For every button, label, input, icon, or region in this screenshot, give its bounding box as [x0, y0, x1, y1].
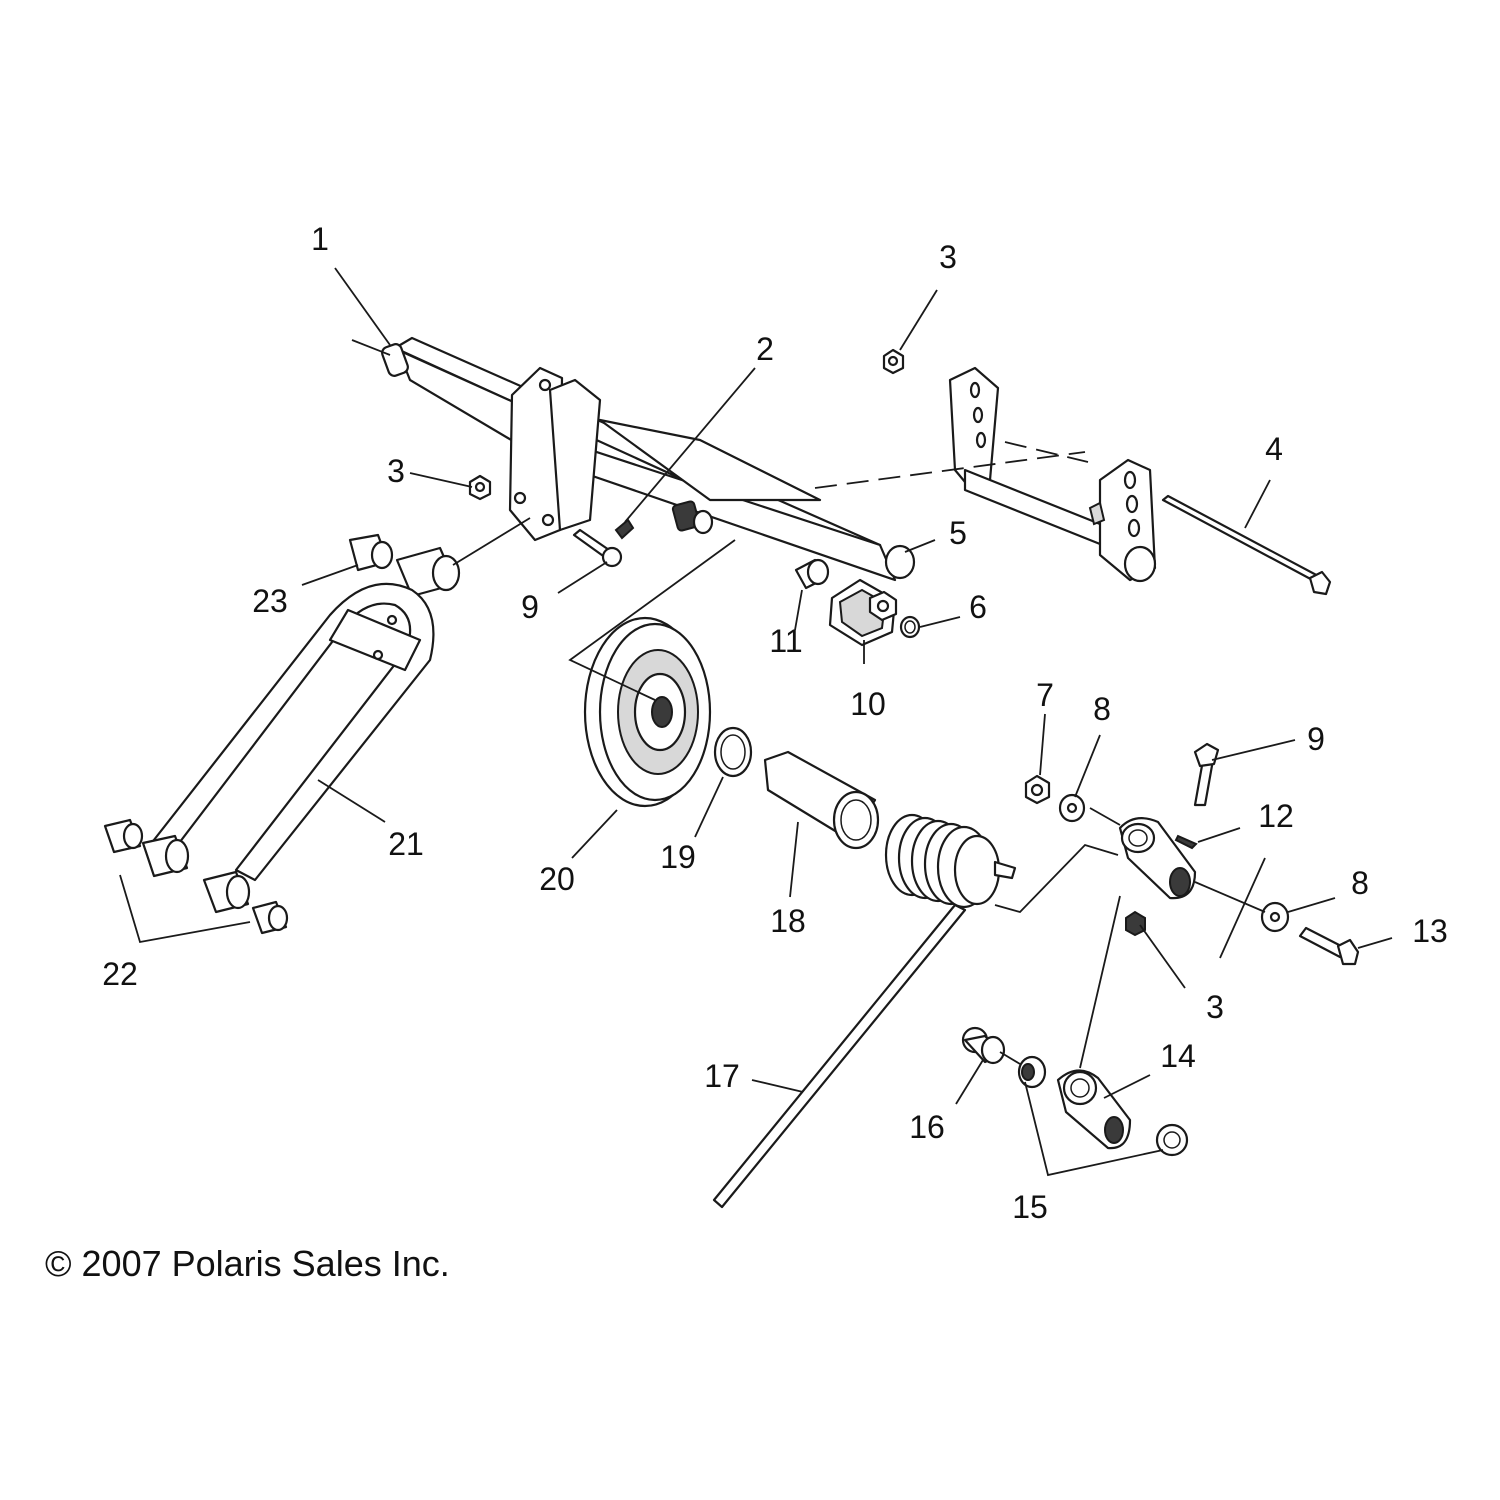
callout-23: 23 — [252, 583, 288, 619]
part-17-torsion-spring — [712, 813, 1017, 1209]
part-3-nut-lower — [1125, 910, 1146, 937]
part-18-sleeve — [763, 750, 880, 850]
callout-7: 7 — [1036, 677, 1054, 713]
part-8-washer-lower — [1260, 901, 1290, 933]
callout-17: 17 — [704, 1058, 740, 1094]
callout-9-lower: 9 — [1307, 721, 1325, 757]
part-23-bushings — [348, 533, 461, 598]
part-21-scissor-arm — [148, 582, 435, 882]
part-15-washer-right — [1155, 1123, 1189, 1157]
callout-21: 21 — [388, 826, 424, 862]
part-11-bushing — [794, 558, 830, 590]
part-9-bolt-lower — [1193, 742, 1220, 807]
part-3-nut-top — [882, 348, 905, 375]
part-12-spring-pin — [1174, 834, 1198, 850]
part-22-bushings — [103, 818, 289, 935]
callout-18: 18 — [770, 903, 806, 939]
callout-20: 20 — [539, 861, 575, 897]
part-4-long-bolt — [1161, 494, 1332, 596]
mounting-bracket — [948, 366, 1157, 583]
callout-12: 12 — [1258, 798, 1294, 834]
callout-8-upper: 8 — [1093, 691, 1111, 727]
copyright-notice: © 2007 Polaris Sales Inc. — [45, 1243, 450, 1284]
callout-5: 5 — [949, 515, 967, 551]
part-10-adjuster — [828, 578, 898, 647]
assembly-line-lower — [999, 1051, 1021, 1065]
callout-16: 16 — [909, 1109, 945, 1145]
part-6-o-ring — [899, 615, 921, 639]
callout-8-lower: 8 — [1351, 865, 1369, 901]
part-8-washer-upper — [1058, 793, 1086, 823]
callout-19: 19 — [660, 839, 696, 875]
part-3-nut-left — [468, 474, 492, 501]
assembly-line-bushing — [452, 517, 531, 566]
assembly-line-axle — [351, 339, 391, 356]
callout-1: 1 — [311, 221, 329, 257]
callout-14: 14 — [1160, 1038, 1196, 1074]
assembly-line-clevis — [1194, 881, 1266, 913]
assembly-line-dashed — [814, 451, 1086, 489]
part-7-nut — [1024, 774, 1051, 805]
part-9-bolt-upper — [572, 528, 623, 568]
callout-13: 13 — [1412, 913, 1448, 949]
leader-lines — [119, 267, 1393, 1177]
assembly-line-wheel — [568, 539, 736, 701]
callout-22: 22 — [102, 956, 138, 992]
part-13-bolt — [1298, 926, 1360, 966]
callout-4: 4 — [1265, 431, 1283, 467]
callout-9-upper: 9 — [521, 589, 539, 625]
assembly-line-rear — [994, 843, 1119, 914]
part-16-flange-bushing — [961, 1026, 1006, 1065]
callout-15: 15 — [1012, 1189, 1048, 1225]
callout-3-lower: 3 — [1206, 989, 1224, 1025]
callout-11: 11 — [769, 623, 802, 659]
callout-10: 10 — [850, 686, 886, 722]
callout-3-top: 3 — [939, 239, 957, 275]
assembly-line-clevis-2 — [1089, 807, 1121, 826]
part-20-idler-wheel — [583, 616, 712, 808]
callout-6: 6 — [969, 589, 987, 625]
part-2-grease-fitting — [614, 518, 635, 540]
upper-clevis — [1118, 817, 1197, 900]
assembly-line-dashed-2 — [1004, 441, 1089, 463]
part-19-spacer-ring — [713, 726, 753, 778]
callout-2: 2 — [756, 331, 774, 367]
part-15-washer-left — [1017, 1055, 1047, 1089]
part-1-axle-shaft — [381, 336, 916, 582]
callout-3-left: 3 — [387, 453, 405, 489]
part-14-lower-clevis — [1056, 1069, 1132, 1150]
